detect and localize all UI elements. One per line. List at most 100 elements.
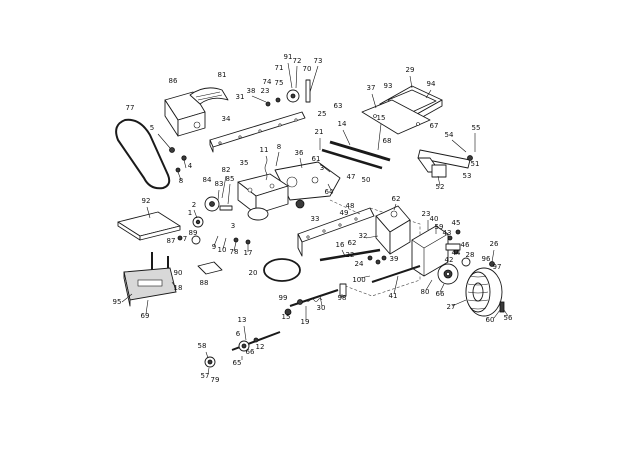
callout-17: 17 — [244, 249, 253, 257]
callout-3: 3 — [231, 222, 235, 230]
callout-73: 73 — [314, 57, 323, 65]
part-36-gear-cover — [274, 157, 341, 201]
callout-19: 19 — [301, 318, 310, 326]
callout-59: 59 — [435, 223, 444, 231]
part-62-gearbox — [365, 203, 411, 255]
hidden-line-a — [329, 199, 361, 215]
callout-53: 53 — [463, 172, 472, 180]
callout-38: 38 — [247, 87, 256, 95]
part-52-lever — [417, 133, 476, 187]
callout-95: 95 — [113, 298, 122, 306]
callout-86: 86 — [169, 77, 178, 85]
callout-45: 45 — [452, 219, 461, 227]
callout-37: 37 — [367, 84, 376, 92]
callout-62: 62 — [392, 195, 401, 203]
callout-48: 48 — [346, 202, 355, 210]
part-37-bracket — [361, 93, 431, 135]
callout-72: 72 — [293, 57, 302, 65]
part-59-shaft — [445, 229, 461, 255]
callout-62: 62 — [348, 239, 357, 247]
callout-28: 28 — [466, 251, 475, 259]
callout-14: 14 — [338, 120, 347, 128]
callout-66: 66 — [246, 348, 255, 356]
part-9-bolts — [213, 235, 251, 252]
callout-97: 97 — [493, 263, 502, 271]
callout-8: 8 — [277, 143, 281, 151]
part-11-spring — [264, 151, 280, 181]
callout-55: 55 — [472, 124, 481, 132]
callout-77: 77 — [126, 104, 135, 112]
callout-18: 18 — [174, 284, 183, 292]
callout-47: 47 — [347, 173, 356, 181]
part-1-pulley — [192, 209, 204, 228]
callout-89: 89 — [189, 229, 198, 237]
part-92-panel — [117, 206, 181, 241]
callout-56: 56 — [504, 314, 513, 322]
callout-70: 70 — [303, 65, 312, 73]
callout-79: 79 — [211, 376, 220, 384]
callout-6: 6 — [236, 330, 241, 338]
callout-15: 15 — [282, 313, 291, 321]
callout-8: 8 — [179, 177, 183, 185]
callout-46: 46 — [461, 241, 470, 249]
part-97-tire — [451, 267, 503, 317]
callout-66: 66 — [436, 290, 445, 298]
part-84-pulley — [204, 175, 233, 212]
callout-87: 87 — [167, 237, 176, 245]
part-60-bolt — [493, 301, 509, 319]
part-pulley-belt-tensioner — [247, 199, 305, 221]
callout-30: 30 — [317, 304, 326, 312]
callout-71: 71 — [275, 64, 284, 72]
callout-92: 92 — [142, 197, 151, 205]
callout-100: 100 — [352, 276, 365, 284]
callout-22: 22 — [346, 251, 355, 259]
callout-15: 15 — [377, 114, 386, 122]
callout-52: 52 — [436, 183, 445, 191]
callout-93: 93 — [384, 82, 393, 90]
callout-3: 3 — [320, 164, 324, 172]
callout-24: 24 — [355, 260, 364, 268]
callout-67: 67 — [430, 122, 439, 130]
callout-98: 98 — [338, 294, 347, 302]
callout-96: 96 — [482, 255, 491, 263]
callout-1: 1 — [188, 209, 192, 217]
callout-40: 40 — [430, 215, 439, 223]
callout-51: 51 — [471, 160, 480, 168]
callout-61: 61 — [312, 155, 321, 163]
part-13-steering-shaft — [231, 325, 281, 360]
callout-63: 63 — [334, 102, 343, 110]
callout-31: 31 — [236, 93, 245, 101]
callout-26: 26 — [490, 240, 499, 248]
part-57-pulley — [204, 351, 216, 375]
callout-60: 60 — [486, 316, 495, 324]
part-96-cap — [489, 249, 495, 267]
callout-84: 84 — [203, 176, 212, 184]
callout-36: 36 — [295, 149, 304, 157]
callout-69: 69 — [141, 312, 150, 320]
part-34-side-rail — [209, 111, 306, 153]
callout-75: 75 — [275, 79, 284, 87]
callout-57: 57 — [201, 372, 210, 380]
callout-43: 43 — [443, 229, 452, 237]
callout-4: 4 — [188, 162, 193, 170]
callout-44: 44 — [452, 249, 461, 257]
callout-82: 82 — [222, 166, 231, 174]
callout-58: 58 — [198, 342, 207, 350]
callout-85: 85 — [226, 175, 235, 183]
callout-99: 99 — [279, 294, 288, 302]
callout-35: 35 — [240, 159, 249, 167]
callout-9: 9 — [212, 243, 216, 251]
callout-54: 54 — [445, 131, 454, 139]
callout-78: 78 — [230, 248, 239, 256]
callout-50: 50 — [362, 176, 371, 184]
part-69-shield — [121, 267, 177, 315]
callout-12: 12 — [256, 343, 265, 351]
callout-90: 90 — [174, 269, 183, 277]
callout-68: 68 — [383, 137, 392, 145]
callout-94: 94 — [427, 80, 436, 88]
callout-41: 41 — [389, 292, 398, 300]
callout-16: 16 — [336, 241, 345, 249]
